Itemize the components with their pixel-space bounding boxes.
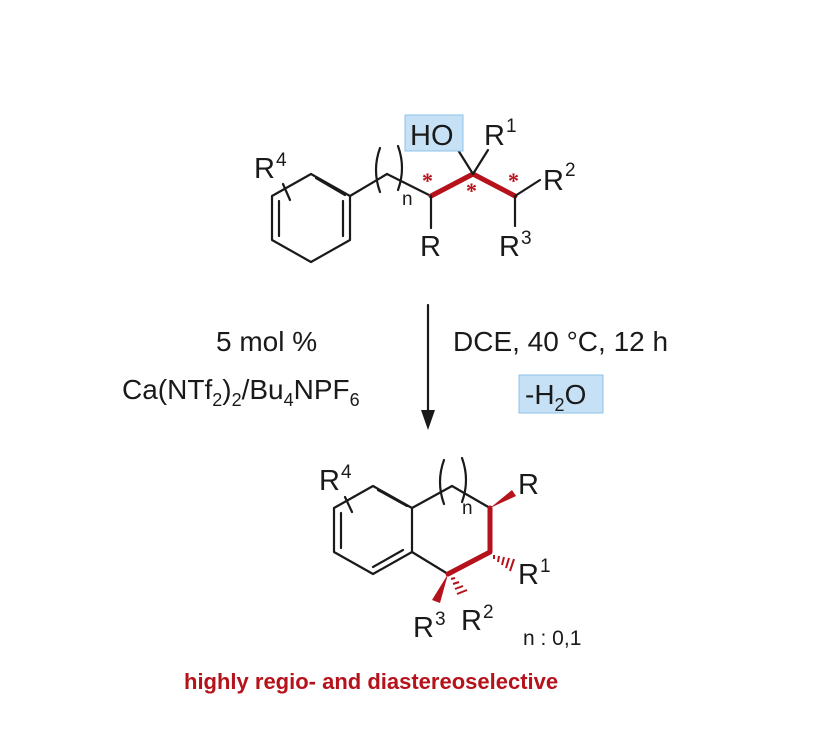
r2-hash-bond <box>450 577 468 595</box>
selectivity-caption: highly regio- and diastereoselective <box>184 669 558 694</box>
product-r2-label: R <box>461 605 482 637</box>
conditions-left: 5 mol % Ca(NTf2)2/Bu4NPF6 <box>122 326 360 410</box>
n-subscript: n <box>402 189 413 210</box>
r4-label: R <box>254 153 275 185</box>
n-bracket-left <box>374 146 382 194</box>
ho-label: HO <box>410 120 454 152</box>
r-wedge <box>490 490 516 508</box>
reactant-benzene-ring <box>270 172 352 264</box>
reaction-arrow <box>421 303 435 430</box>
stereo-mark-3: * <box>508 168 519 193</box>
ring-chain-bond <box>348 172 389 198</box>
ring-cq-bond <box>410 550 450 576</box>
r1-bond <box>471 148 490 176</box>
n-value-note: n : 0,1 <box>523 627 581 650</box>
product-n-subscript: n <box>462 498 473 519</box>
reactant-structure: HO R 1 R 2 R 3 R R 4 n * * * <box>254 114 576 264</box>
r-label: R <box>420 231 441 263</box>
product-red-bonds <box>445 505 493 577</box>
product-r-label: R <box>518 469 539 501</box>
product-n-bracket-right <box>460 456 468 504</box>
stereo-mark-2: * <box>466 178 477 203</box>
r1-superscript: 1 <box>506 116 517 137</box>
catalyst-formula: Ca(NTf2)2/Bu4NPF6 <box>122 374 360 410</box>
r4-bond <box>281 182 292 202</box>
water-loss-highlight <box>518 374 604 414</box>
stereo-mark-1: * <box>422 168 433 193</box>
catalyst-loading: 5 mol % <box>216 326 317 357</box>
product-r4-bond <box>343 495 354 514</box>
ring-ch2-bond <box>410 484 454 510</box>
r3-wedge <box>432 574 448 603</box>
product-r3-label: R <box>413 612 434 644</box>
r4-superscript: 4 <box>276 150 287 171</box>
r1-label: R <box>484 120 505 152</box>
conditions-right: DCE, 40 °C, 12 h -H2O <box>453 326 668 415</box>
water-loss-label: -H2O <box>525 379 586 415</box>
n-bracket-right <box>396 144 404 192</box>
product-r4-superscript: 4 <box>341 462 352 483</box>
r1-hash-bond <box>493 555 515 572</box>
product-n-bracket-left <box>438 458 446 506</box>
product-r1-superscript: 1 <box>540 556 551 577</box>
r2-superscript: 2 <box>565 160 576 181</box>
ch2-bond <box>450 484 492 510</box>
product-structure: R 4 n R R 1 R 2 R 3 n : 0,1 <box>319 456 581 650</box>
r2-bond <box>513 178 542 198</box>
ho-bond <box>456 148 475 176</box>
product-r4-label: R <box>319 465 340 497</box>
r3-superscript: 3 <box>521 228 532 249</box>
product-r3-superscript: 3 <box>435 609 446 630</box>
r2-label: R <box>543 165 564 197</box>
chain-bond <box>385 172 433 198</box>
r3-label: R <box>499 231 520 263</box>
solvent-temp-time: DCE, 40 °C, 12 h <box>453 326 668 357</box>
product-r2-superscript: 2 <box>483 602 494 623</box>
ho-highlight <box>404 114 464 152</box>
product-r1-label: R <box>518 559 539 591</box>
